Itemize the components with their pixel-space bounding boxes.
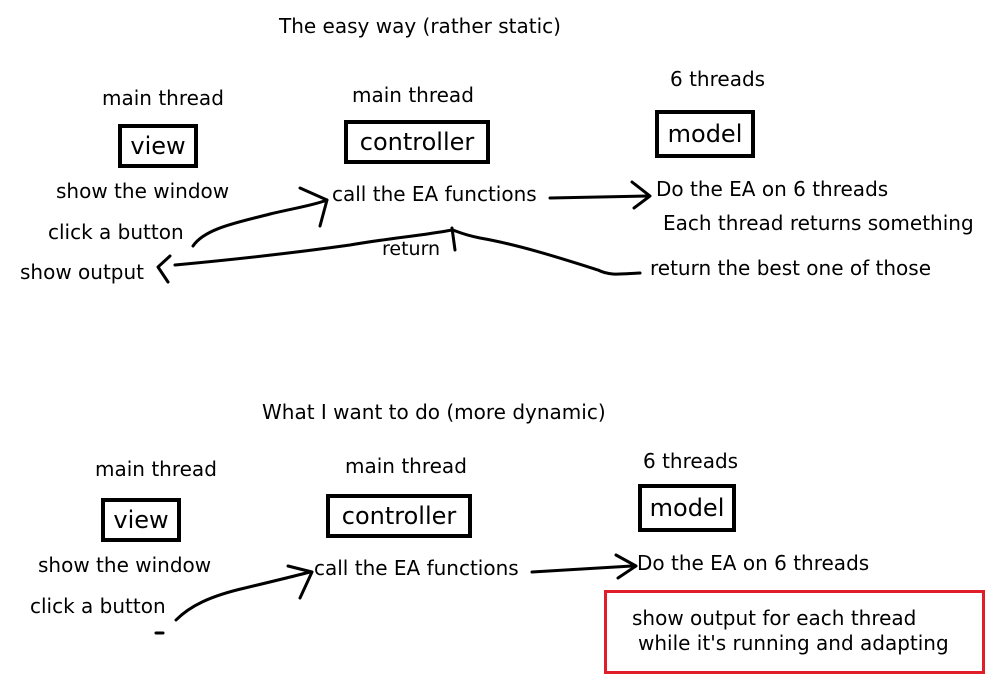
highlight-box [604,590,985,674]
top-view-thread-label: main thread [102,86,224,110]
bottom-show-window-label: show the window [38,553,212,577]
top-click-button-label: click a button [48,220,184,244]
return-bracket-top [450,226,457,252]
bottom-call-ea-label: call the EA functions [314,556,519,580]
bottom-controller-thread-label: main thread [345,454,467,478]
top-each-thread-label: Each thread returns something [663,211,974,235]
top-controller-box: controller [344,120,490,164]
bottom-view-thread-label: main thread [95,457,217,481]
top-controller-thread-label: main thread [352,83,474,107]
arrow-controller-to-model-bottom [530,564,634,574]
arrowhead-click-to-controller-bottom [286,564,314,600]
arrowhead-controller-to-model-top [630,180,652,210]
highlight-line-1: show output for each thread [632,606,917,630]
arrowhead-click-to-controller-top [298,186,329,228]
top-view-box: view [118,124,198,168]
arrow-return-top [173,228,642,276]
arrow-click-to-controller-bottom [174,570,312,622]
bottom-controller-box: controller [326,494,472,538]
bottom-click-button-label: click a button [30,594,166,618]
top-return-best-label: return the best one of those [650,256,931,280]
top-show-window-label: show the window [56,179,230,203]
top-call-ea-label: call the EA functions [332,182,537,206]
arrowhead-controller-to-model-bottom [614,553,638,580]
highlight-line-2: while it's running and adapting [638,631,949,655]
bottom-title: What I want to do (more dynamic) [262,400,606,424]
top-show-output-label: show output [20,260,145,284]
arrow-controller-to-model-top [548,194,650,200]
top-return-label: return [382,238,441,260]
top-model-thread-label: 6 threads [670,67,766,91]
top-do-ea-label: Do the EA on 6 threads [656,177,889,201]
bottom-model-thread-label: 6 threads [643,449,739,473]
bottom-do-ea-label: Do the EA on 6 threads [637,551,870,575]
bottom-model-box: model [638,484,736,532]
arrow-click-to-controller-top [191,198,329,248]
arrowhead-return-top [156,254,172,284]
top-title: The easy way (rather static) [279,14,561,38]
top-model-box: model [655,110,755,158]
bottom-view-box: view [101,498,181,542]
